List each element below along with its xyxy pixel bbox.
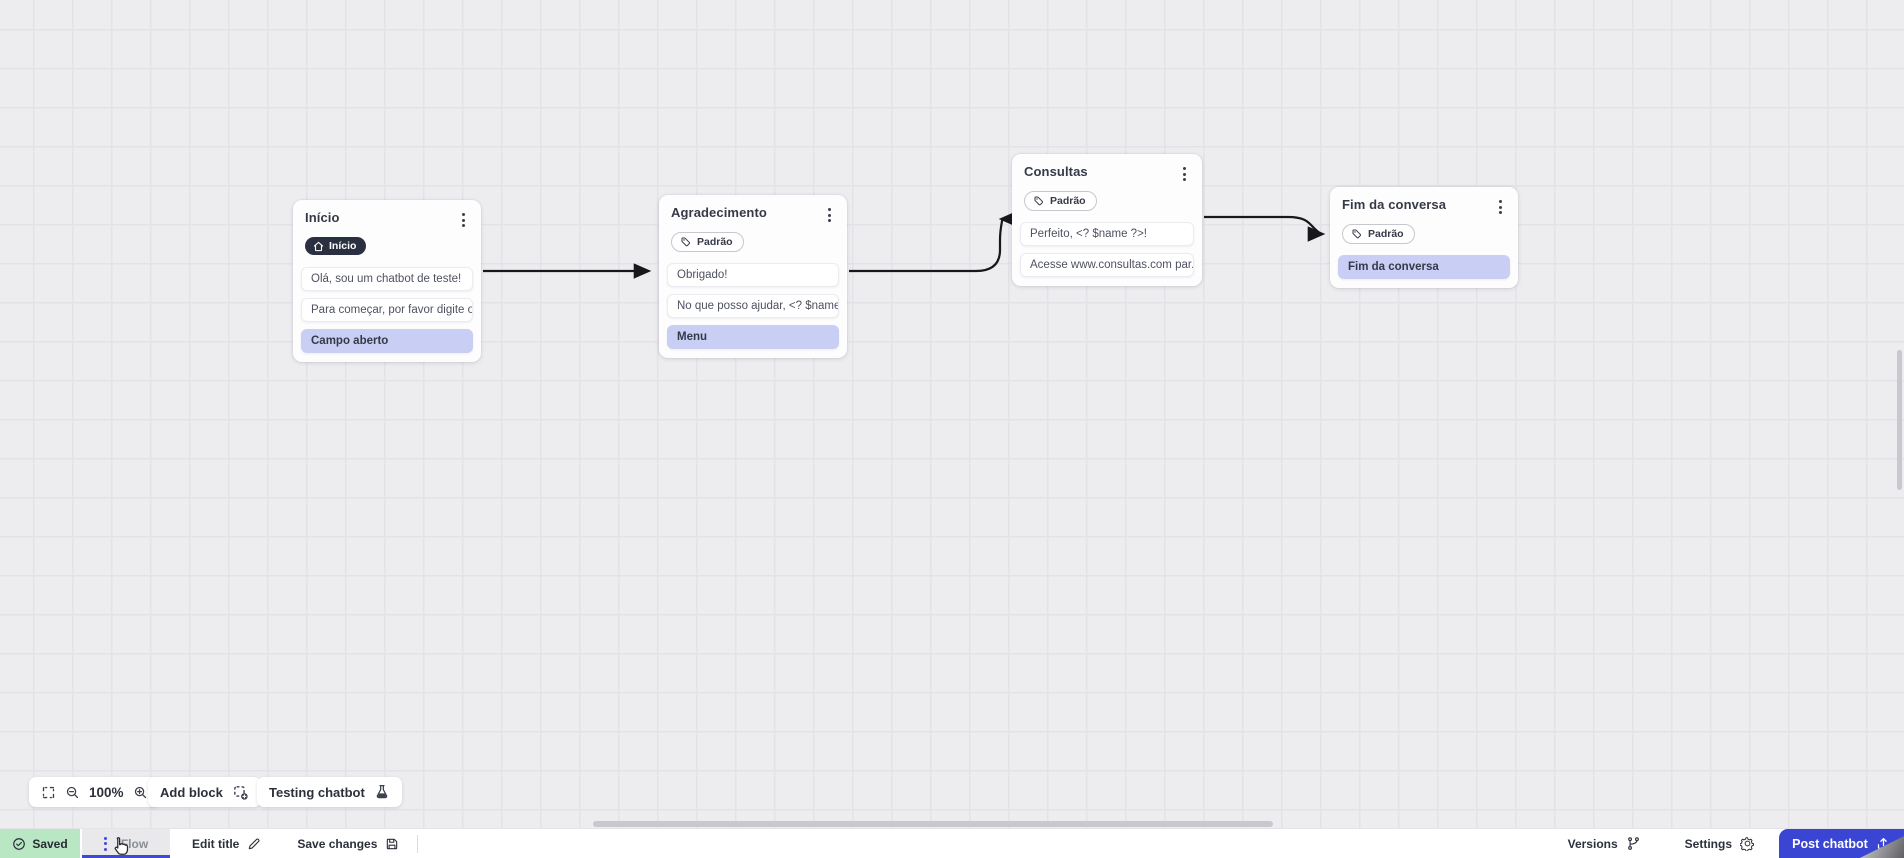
- message-bubble[interactable]: No que posso ajudar, <? $name ...: [667, 294, 839, 318]
- action-bubble[interactable]: Fim da conversa: [1338, 255, 1510, 279]
- kebab-menu-icon[interactable]: [103, 836, 107, 851]
- fullscreen-icon[interactable]: [41, 785, 56, 800]
- settings-button[interactable]: Settings: [1685, 836, 1755, 851]
- kebab-menu-icon[interactable]: [1179, 164, 1190, 184]
- zoom-controls: 100%: [29, 777, 160, 807]
- save-icon: [385, 837, 399, 851]
- flow-node-inicio[interactable]: Início Início Olá, sou um chatbot de tes…: [293, 200, 481, 362]
- zoom-in-icon[interactable]: [133, 785, 148, 800]
- message-bubble[interactable]: Para começar, por favor digite o ...: [301, 297, 473, 322]
- message-bubble[interactable]: Obrigado!: [667, 263, 839, 287]
- upload-icon: [1876, 836, 1891, 851]
- versions-label: Versions: [1567, 836, 1618, 851]
- active-tab-indicator: [82, 855, 170, 858]
- badge-label: Início: [329, 240, 357, 252]
- home-icon: [313, 241, 324, 252]
- start-badge: Início: [305, 237, 367, 255]
- save-changes-button[interactable]: Save changes: [297, 829, 399, 858]
- post-chatbot-button[interactable]: Post chatbot: [1779, 828, 1904, 858]
- check-circle-icon: [12, 837, 26, 851]
- edit-title-label: Edit title: [192, 836, 240, 851]
- wire-agradecimento-consultas: [849, 211, 1017, 273]
- flask-icon: [374, 784, 390, 800]
- flow-tab-label: Flow: [120, 836, 149, 851]
- tag-icon: [1033, 195, 1045, 207]
- badge-label: Padrão: [1368, 228, 1404, 240]
- saved-status-badge: Saved: [0, 829, 80, 858]
- node-title: Fim da conversa: [1342, 197, 1447, 212]
- tag-icon: [680, 236, 692, 248]
- wire-consultas-fim: [1204, 215, 1326, 242]
- zoom-out-icon[interactable]: [65, 785, 80, 800]
- badge-label: Padrão: [697, 236, 733, 248]
- settings-label: Settings: [1684, 836, 1732, 851]
- bottom-bar: Saved Flow Edit title Save changes Versi…: [0, 828, 1904, 858]
- vertical-scrollbar[interactable]: [1897, 350, 1902, 490]
- tag-icon: [1351, 228, 1363, 240]
- kebab-menu-icon[interactable]: [1495, 197, 1506, 217]
- node-title: Consultas: [1024, 164, 1088, 179]
- save-changes-label: Save changes: [297, 836, 378, 851]
- pencil-icon: [247, 837, 261, 851]
- add-block-label: Add block: [160, 784, 223, 800]
- action-bubble[interactable]: Campo aberto: [301, 328, 473, 353]
- flow-node-consultas[interactable]: Consultas Padrão Perfeito, <? $name ?>! …: [1012, 154, 1202, 286]
- flow-node-agradecimento[interactable]: Agradecimento Padrão Obrigado! No que po…: [659, 195, 847, 358]
- post-chatbot-label: Post chatbot: [1792, 836, 1868, 851]
- gear-icon: [1740, 836, 1755, 851]
- zoom-level: 100%: [89, 784, 124, 800]
- divider: [417, 834, 419, 853]
- badge-label: Padrão: [1050, 195, 1086, 207]
- tab-flow[interactable]: Flow: [82, 829, 170, 858]
- action-bubble[interactable]: Menu: [667, 325, 839, 349]
- message-bubble[interactable]: Acesse www.consultas.com par...: [1020, 253, 1194, 277]
- versions-button[interactable]: Versions: [1568, 836, 1641, 851]
- default-badge: Padrão: [1024, 191, 1097, 211]
- flow-node-fim[interactable]: Fim da conversa Padrão Fim da conversa: [1330, 187, 1518, 288]
- message-bubble[interactable]: Perfeito, <? $name ?>!: [1020, 222, 1194, 246]
- kebab-menu-icon[interactable]: [824, 205, 835, 225]
- kebab-menu-icon[interactable]: [458, 210, 469, 230]
- add-block-icon: [232, 784, 249, 801]
- horizontal-scrollbar[interactable]: [593, 821, 1273, 827]
- edit-title-button[interactable]: Edit title: [192, 829, 261, 858]
- testing-chatbot-button[interactable]: Testing chatbot: [257, 777, 402, 807]
- default-badge: Padrão: [671, 232, 744, 252]
- node-title: Início: [305, 210, 340, 225]
- branch-icon: [1626, 836, 1641, 851]
- add-block-button[interactable]: Add block: [148, 777, 261, 807]
- testing-chatbot-label: Testing chatbot: [269, 784, 365, 800]
- message-bubble[interactable]: Olá, sou um chatbot de teste!: [301, 266, 473, 291]
- saved-label: Saved: [32, 836, 68, 851]
- node-title: Agradecimento: [671, 205, 767, 220]
- default-badge: Padrão: [1342, 224, 1415, 244]
